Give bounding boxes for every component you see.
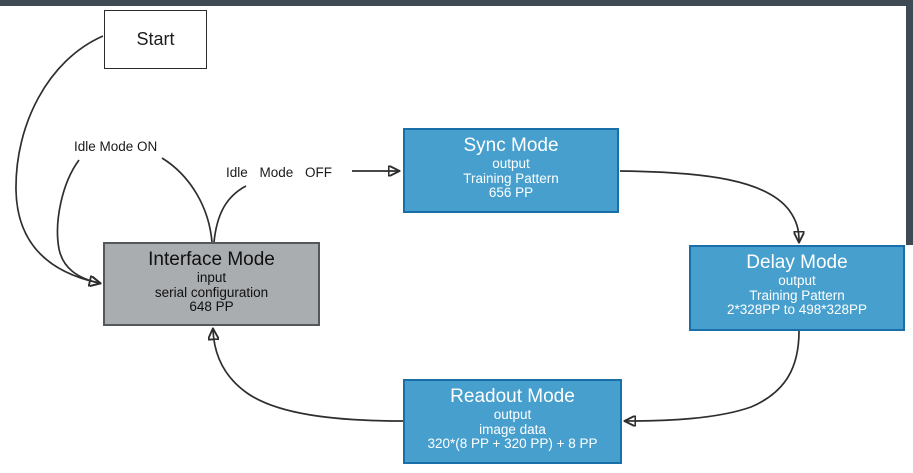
node-interface-title: Interface Mode [148, 249, 275, 270]
edge-idle-off-out [213, 185, 247, 243]
edge-readout-to-interface [213, 330, 404, 422]
edge-sync-to-delay [619, 170, 799, 241]
edge-start-to-interface [15, 35, 104, 283]
node-delay-line: output [778, 273, 816, 288]
node-sync-title: Sync Mode [463, 135, 559, 156]
edge-idle-on-loop-out [161, 157, 213, 243]
node-interface-mode: Interface Mode input serial configuratio… [103, 242, 320, 326]
edge-idle-on-loop-in [56, 159, 99, 283]
node-sync-line: 656 PP [488, 185, 534, 200]
edge-label-idle-mode-on: Idle Mode ON [74, 139, 158, 154]
node-readout-line: output [493, 407, 532, 422]
node-readout-mode: Readout Mode output image data 320*(8 PP… [403, 379, 622, 464]
node-readout-line: 320*(8 PP + 320 PP) + 8 PP [427, 436, 598, 451]
node-readout-title: Readout Mode [450, 386, 575, 407]
node-start-title: Start [136, 29, 175, 49]
node-delay-title: Delay Mode [746, 252, 848, 273]
window-top-edge-bar [0, 0, 913, 6]
node-delay-line: Training Pattern [749, 287, 845, 303]
node-sync-line: output [492, 156, 530, 171]
node-sync-line: Training Pattern [463, 170, 559, 186]
edge-label-idle-mode-off: Idle Mode OFF [226, 165, 333, 180]
edge-delay-to-readout [626, 330, 800, 421]
node-start: Start [104, 10, 207, 69]
node-sync-mode: Sync Mode output Training Pattern 656 PP [403, 128, 619, 213]
node-interface-line: input [196, 270, 227, 285]
node-interface-line: 648 PP [189, 299, 234, 314]
node-delay-mode: Delay Mode output Training Pattern 2*328… [689, 245, 905, 331]
node-delay-line: 2*328PP to 498*328PP [726, 302, 868, 317]
node-interface-line: serial configuration [154, 284, 269, 300]
node-readout-line: image data [479, 421, 546, 437]
window-right-edge-bar [906, 0, 913, 245]
